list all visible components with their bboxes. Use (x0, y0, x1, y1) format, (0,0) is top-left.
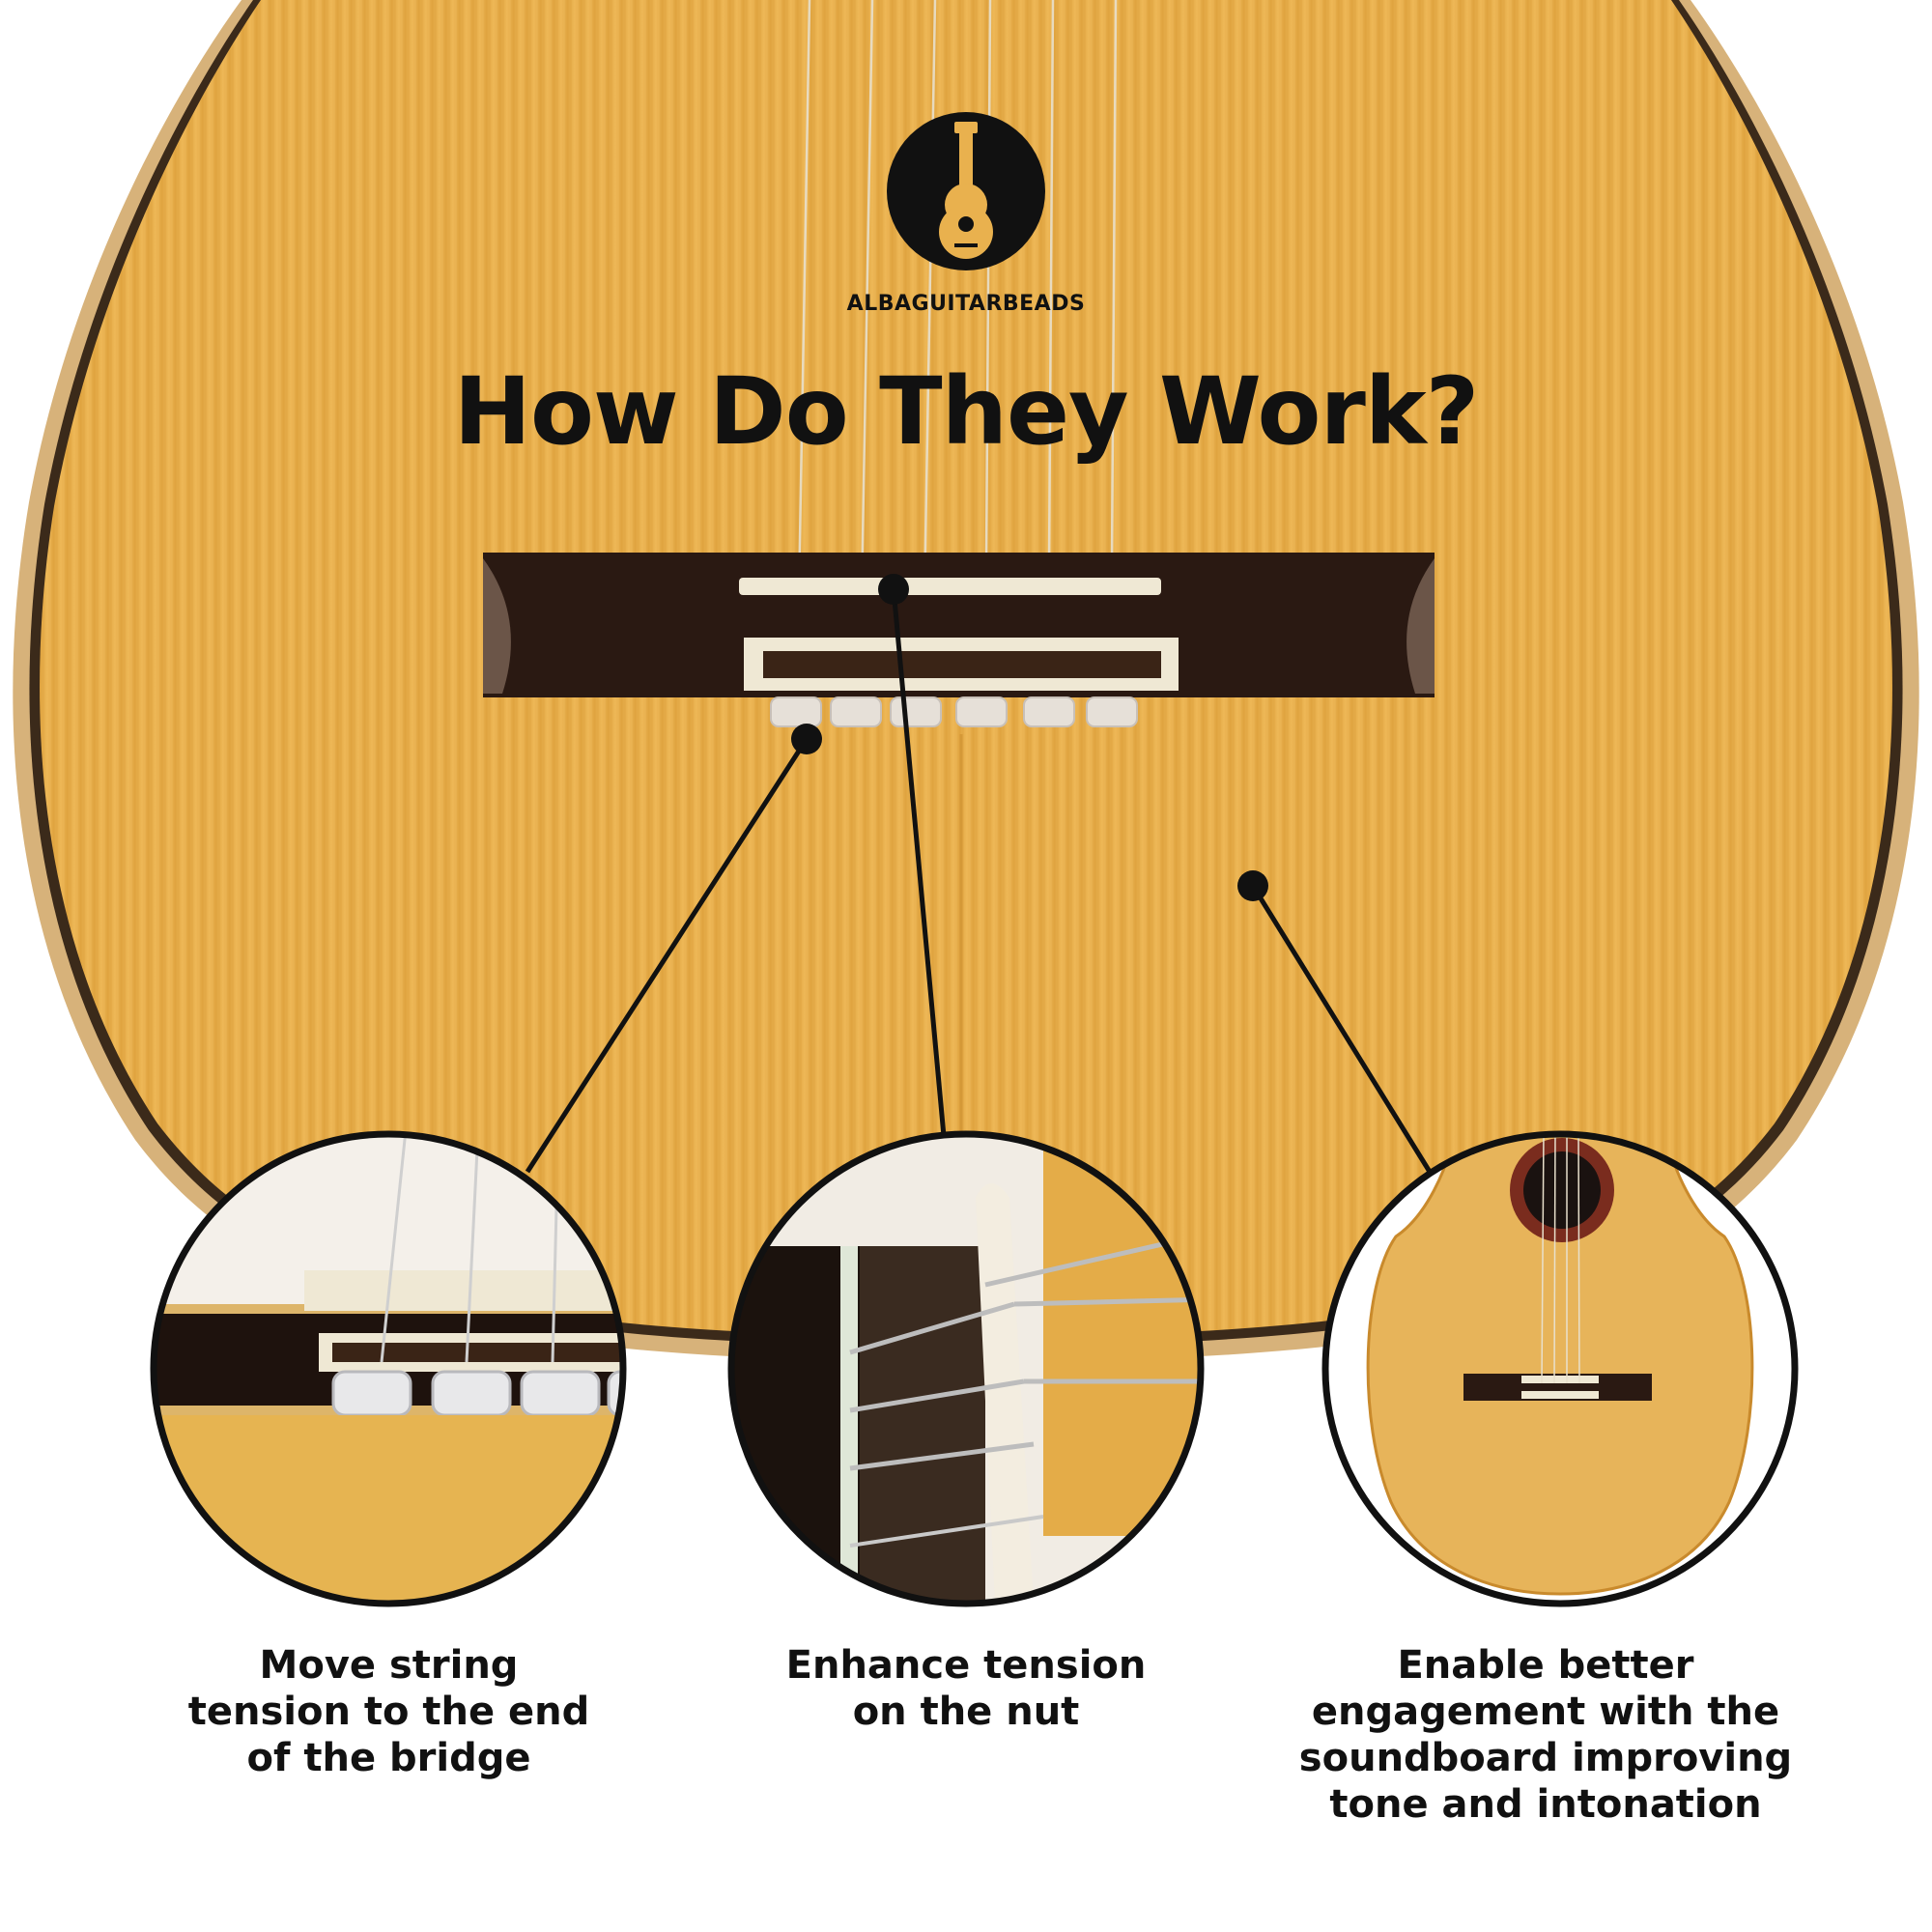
caption-line: tension to the end (187, 1690, 590, 1734)
brand-logo (887, 112, 1045, 270)
detail-full-guitar (1321, 1130, 1799, 1607)
bridge (483, 553, 1435, 727)
brand-name: ALBAGUITARBEADS (846, 292, 1086, 316)
saddle (739, 578, 1161, 595)
caption-line: engagement with the (1311, 1690, 1780, 1734)
caption-soundboard: Enable better engagement with the soundb… (1285, 1642, 1806, 1828)
caption-line: Enable better (1397, 1643, 1694, 1688)
caption-line: on the nut (852, 1690, 1080, 1734)
caption-line: Enhance tension (785, 1643, 1147, 1688)
caption-line: tone and intonation (1329, 1782, 1762, 1827)
callout-dot-soundboard (1237, 870, 1268, 901)
caption-bridge: Move string tension to the end of the br… (155, 1642, 623, 1781)
callout-dot-nut (878, 574, 909, 605)
page-title: How Do They Work? (453, 357, 1480, 466)
callouts (525, 574, 1433, 1174)
caption-nut: Enhance tension on the nut (734, 1642, 1198, 1735)
detail-bridge-beads (150, 1130, 627, 1607)
caption-line: Move string (259, 1643, 519, 1688)
caption-line: soundboard improving (1298, 1736, 1793, 1780)
guitar-body (13, 0, 1919, 1362)
caption-line: of the bridge (246, 1736, 531, 1780)
callout-dot-bridge (791, 724, 822, 754)
